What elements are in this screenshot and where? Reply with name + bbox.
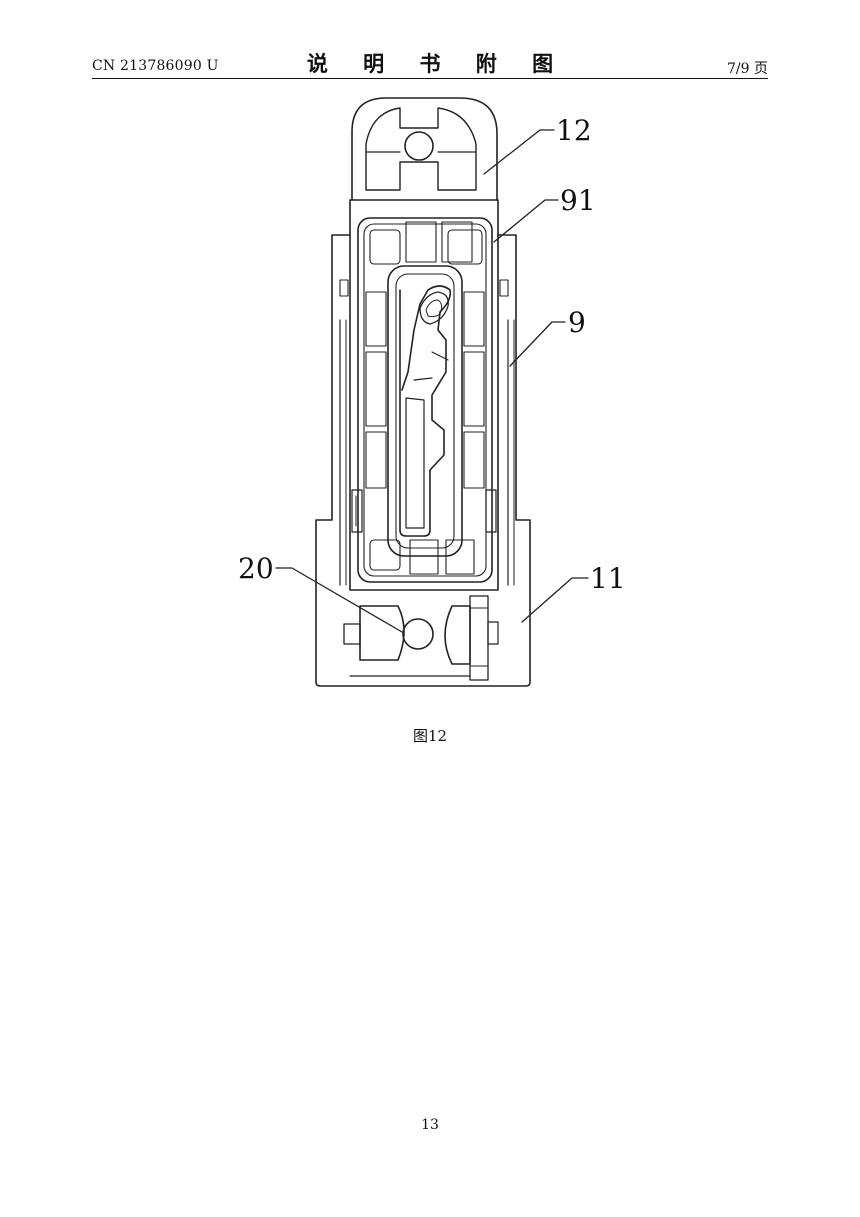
top-cap-part [351,97,498,201]
body-part [315,199,531,687]
lower-pivot-area [343,595,499,681]
latch-mechanism [399,285,452,537]
ref-label-91: 91 [560,184,596,217]
ref-label-11: 11 [590,562,626,595]
section-title: 说 明 书 附 图 [306,52,568,76]
page-of-count: 7/9 页 [727,61,768,77]
ref-label-9: 9 [568,306,586,339]
ref-label-20: 20 [238,552,274,585]
header-rule [92,78,768,79]
ref-label-12: 12 [556,114,592,147]
page-number: 13 [421,1117,439,1133]
frame-part [351,217,497,583]
publication-number: CN 213786090 U [92,58,219,74]
leader-lines [275,129,589,633]
patent-figure-drawing: 12 91 9 20 11 [238,97,626,687]
figure-caption: 图12 [412,727,448,745]
